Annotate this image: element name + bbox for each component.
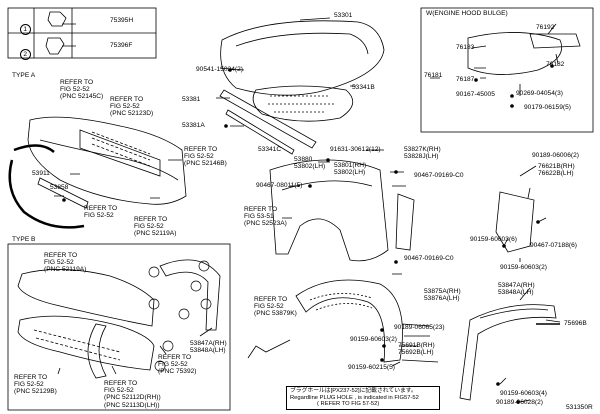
circle-mark-1: 1: [19, 24, 31, 36]
refer-to-52119A-b: REFER TO FIG 52-52 (PNC 52119A): [44, 252, 87, 274]
part-90159-b: 90159-60603(2): [500, 264, 547, 271]
part-91631: 91631-30612(12): [330, 146, 381, 153]
bumper-bracket: [37, 177, 89, 209]
part-53381: 53381: [182, 96, 201, 103]
part-90467-a: 90467-08011(5): [256, 182, 303, 189]
refer-to-53879K: REFER TO FIG 52-52 (PNC 53879K): [254, 296, 297, 318]
part-90467-d: 90467-07188(6): [530, 242, 577, 249]
part-90467-c: 90467-09169-C0: [404, 255, 454, 262]
part-53847A-left: 53847A(RH) 53848A(LH): [190, 340, 227, 355]
part-53341C: 53341C: [258, 146, 282, 153]
front-bumper-type-b: [17, 269, 155, 327]
note-jp: ブラグホールは[PX237-52]に記載されています。: [290, 388, 417, 394]
part-75691B: 75691B(RH) 75692B(LH): [398, 342, 435, 357]
part-90159-c: 90159-60603(2): [350, 336, 397, 343]
part-76181: 76181: [424, 72, 443, 79]
hood-bulge: [467, 32, 563, 75]
hood-bulge-box: [420, 7, 594, 133]
fender-liner: [295, 279, 403, 363]
front-fender: [269, 159, 389, 262]
note-en: Regardline PLUG HOLE , is indicated in F…: [290, 395, 419, 401]
refer-to-52119A-a: REFER TO FIG 52-52 (PNC 52119A): [134, 216, 177, 238]
part-90189-c: 90189-06028(2): [496, 399, 543, 406]
hood-seal-strip: [219, 89, 317, 149]
type-a-label: TYPE A: [12, 72, 36, 79]
part-90167: 90167-45005: [456, 91, 495, 98]
hood-bulge-label: W(ENGINE HOOD BULGE): [426, 10, 508, 17]
part-53911: 53911: [32, 170, 50, 177]
part-90189-b: 90189-06065(23): [394, 324, 445, 331]
part-76621B: 76621B(RH) 76622B(LH): [538, 163, 575, 178]
plug-hole-note: ブラグホールは[PX237-52]に記載されています。 Regardline P…: [286, 386, 440, 410]
over-fender: [459, 304, 557, 401]
clip-icon-1: [47, 11, 67, 27]
part-90189-a: 90189-06006(2): [532, 152, 579, 159]
part-53301: 53301: [334, 12, 353, 19]
part-53341B: 53341B: [352, 84, 375, 91]
part-90159-e: 90159-60603(4): [500, 390, 547, 397]
part-53801: 53801(RH) 53802(LH): [334, 162, 367, 177]
legend-index-2: 2: [16, 42, 31, 61]
part-90541: 90541-15024(2): [196, 66, 243, 73]
part-90269: 90269-04054(3): [516, 90, 563, 97]
note-ref: ( REFER TO FIG 57-52): [317, 401, 380, 407]
grille: [79, 129, 161, 177]
legend-index-1: 1: [16, 17, 31, 36]
circle-mark-2: 2: [19, 49, 31, 61]
part-76183: 76183: [456, 44, 475, 51]
part-53827K: 53827K(RH) 53828J(LH): [404, 146, 441, 161]
diagram-id: 531350R: [566, 404, 593, 411]
refer-to-75392: REFER TO FIG 52-52 (PNC 75392): [158, 354, 197, 376]
part-53858: 53858: [50, 184, 69, 191]
part-90179: 90179-06159(5): [524, 104, 571, 111]
hood: [220, 20, 385, 96]
part-76187: 76187: [456, 76, 475, 83]
clip-icon-2: [45, 37, 65, 55]
part-76182: 76182: [546, 61, 565, 68]
front-bumper-type-a: [27, 116, 187, 205]
highlight-outline: [8, 159, 85, 229]
refer-to-52112D: REFER TO FIG 52-52 (PNC 52112D(RH)) (PNC…: [104, 380, 161, 409]
refer-to-52-52: REFER TO FIG 52-52: [84, 205, 118, 220]
part-90159-a: 90159-60603(6): [470, 236, 517, 243]
part-53381A: 53381A: [182, 122, 205, 129]
part-53880: 53880 53802(LH): [294, 156, 326, 171]
legend-part-2: 75396F: [110, 42, 133, 49]
refer-to-52523A: REFER TO FIG 53-51 (PNC 52523A): [244, 206, 287, 228]
type-b-box: [7, 243, 231, 411]
part-90159-d: 90159-60215(5): [348, 364, 395, 371]
front-bumper-lower: [17, 315, 155, 371]
legend-part-1: 75395H: [110, 17, 134, 24]
part-53847A-right: 53847A(RH) 53848A(LH): [498, 282, 535, 297]
part-53875A: 53875A(RH) 53876A(LH): [424, 288, 461, 303]
refer-to-52146B: REFER TO FIG 52-52 (PNC 52146B): [184, 146, 227, 168]
part-90467-b: 90467-09169-C0: [414, 172, 464, 179]
refer-to-52129B: REFER TO FIG 52-52 (PNC 52129B): [14, 374, 57, 396]
refer-to-52145C: REFER TO FIG 52-52 (PNC 52145C): [60, 79, 104, 101]
type-b-label: TYPE B: [12, 236, 36, 243]
part-76192: 76192: [536, 24, 555, 31]
fender-seal: [395, 193, 415, 251]
part-75696B: 75696B: [564, 320, 587, 327]
refer-to-52123D: REFER TO FIG 52-52 (PNC 52123D): [110, 96, 154, 118]
fender-flare: [159, 259, 221, 331]
fender-bracket: [495, 191, 535, 253]
